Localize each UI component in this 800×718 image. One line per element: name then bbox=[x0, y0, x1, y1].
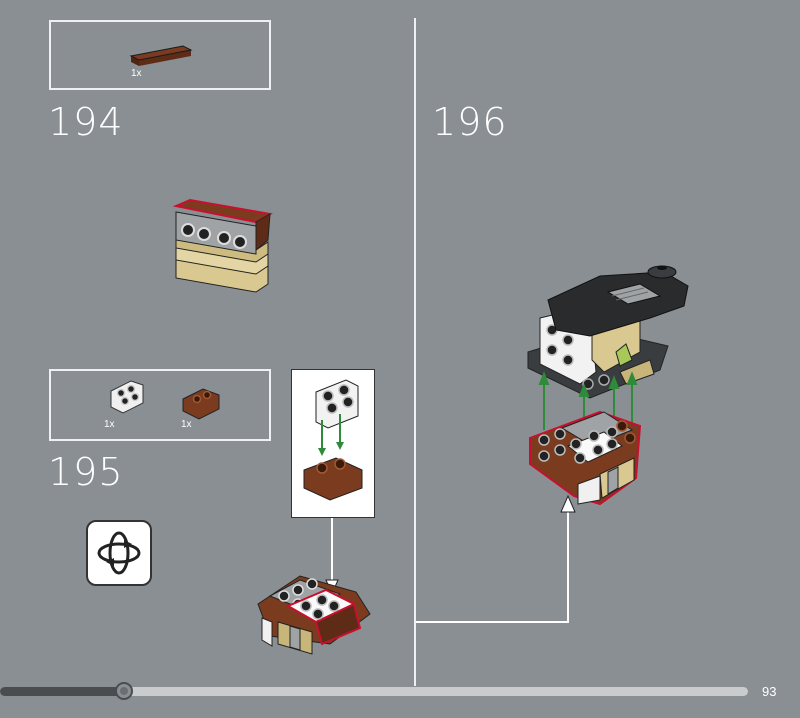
tile-brown-icon bbox=[129, 45, 193, 66]
subassembly-callout bbox=[291, 369, 375, 518]
bracket-white-icon bbox=[110, 380, 144, 414]
part-qty: 1x bbox=[181, 419, 192, 430]
parts-list-194: 1x bbox=[49, 20, 271, 90]
step-divider bbox=[414, 18, 416, 686]
parts-list-195: 1x 1x bbox=[49, 369, 271, 441]
page-number: 93 bbox=[762, 684, 777, 699]
progress-fill bbox=[0, 687, 124, 696]
progress-track bbox=[0, 687, 748, 696]
progress-knob[interactable] bbox=[115, 682, 133, 700]
bracket-brown-icon bbox=[182, 388, 220, 420]
step-number-195: 195 bbox=[48, 450, 124, 494]
part-qty: 1x bbox=[104, 419, 115, 430]
step-number-196: 196 bbox=[432, 100, 508, 144]
subassembly-bracket-stack bbox=[303, 379, 363, 501]
part-qty: 1x bbox=[131, 68, 142, 79]
step-number-194: 194 bbox=[48, 100, 124, 144]
rotate-model-icon bbox=[86, 520, 152, 586]
